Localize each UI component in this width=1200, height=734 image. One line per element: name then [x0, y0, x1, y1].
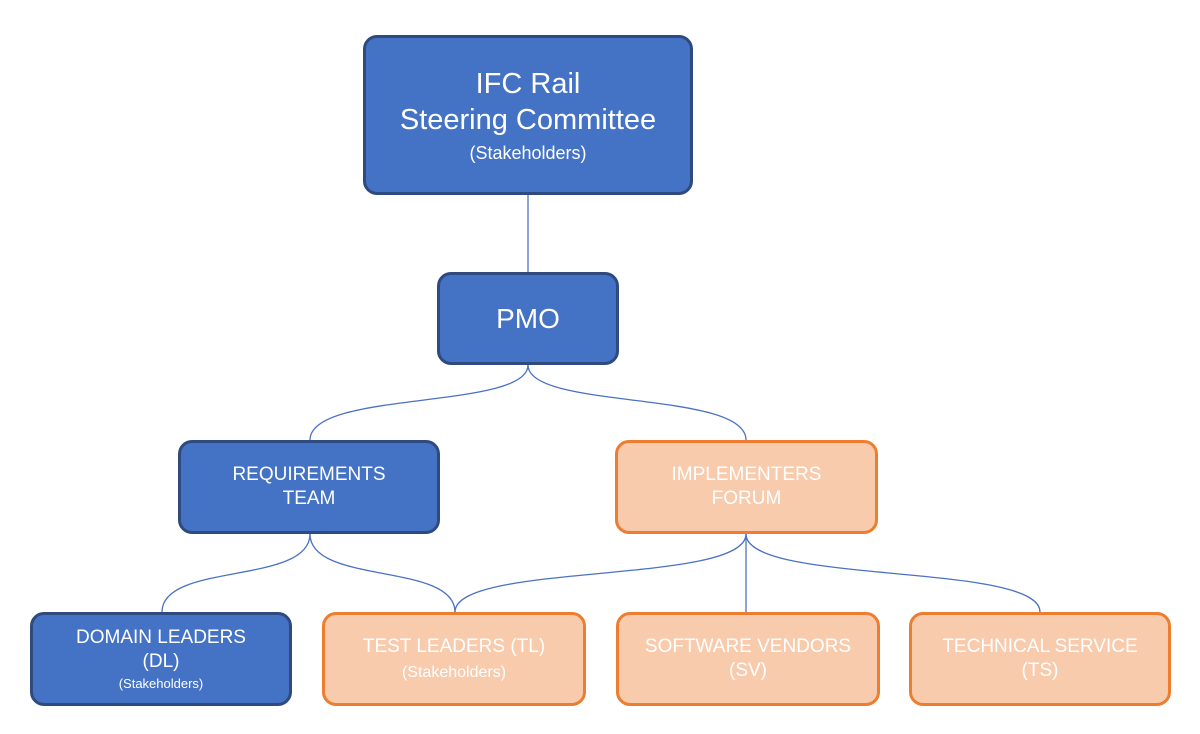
test-leaders-line2: (Stakeholders)	[401, 663, 507, 681]
software-vendors-box: SOFTWARE VENDORS (SV)	[616, 612, 880, 706]
connector-implementers-test	[454, 533, 747, 613]
requirements-line1: REQUIREMENTS	[232, 464, 386, 486]
steering-committee-box: IFC Rail Steering Committee (Stakeholder…	[363, 35, 693, 195]
requirements-team-box: REQUIREMENTS TEAM	[178, 440, 440, 534]
technical-service-box: TECHNICAL SERVICE (TS)	[909, 612, 1171, 706]
software-vendors-line1: SOFTWARE VENDORS	[644, 636, 852, 658]
pmo-box: PMO	[437, 272, 619, 365]
domain-leaders-line2: (DL)	[142, 650, 180, 672]
requirements-line2: TEAM	[282, 488, 336, 509]
test-leaders-box: TEST LEADERS (TL) (Stakeholders)	[322, 612, 586, 706]
connector-requirements-domain	[161, 533, 311, 613]
technical-service-line1: TECHNICAL SERVICE	[942, 636, 1138, 658]
connector-implementers-technical	[745, 533, 1041, 613]
implementers-forum-box: IMPLEMENTERS FORUM	[615, 440, 878, 534]
steering-title-line1: IFC Rail	[475, 67, 581, 100]
software-vendors-line2: (SV)	[729, 660, 767, 681]
test-leaders-line1: TEST LEADERS (TL)	[362, 636, 546, 658]
technical-service-line2: (TS)	[1021, 660, 1059, 681]
pmo-label: PMO	[496, 303, 560, 334]
connector-pmo-implementers	[527, 364, 747, 441]
connector-pmo-requirements	[309, 364, 529, 441]
implementers-line1: IMPLEMENTERS	[671, 464, 822, 486]
steering-subtitle: (Stakeholders)	[469, 143, 587, 163]
implementers-line2: FORUM	[711, 488, 782, 509]
connector-requirements-test	[309, 533, 456, 613]
domain-leaders-line3: (Stakeholders)	[118, 675, 204, 691]
domain-leaders-box: DOMAIN LEADERS (DL) (Stakeholders)	[30, 612, 292, 706]
steering-title-line2: Steering Committee	[399, 103, 657, 136]
domain-leaders-line1: DOMAIN LEADERS	[76, 627, 246, 649]
